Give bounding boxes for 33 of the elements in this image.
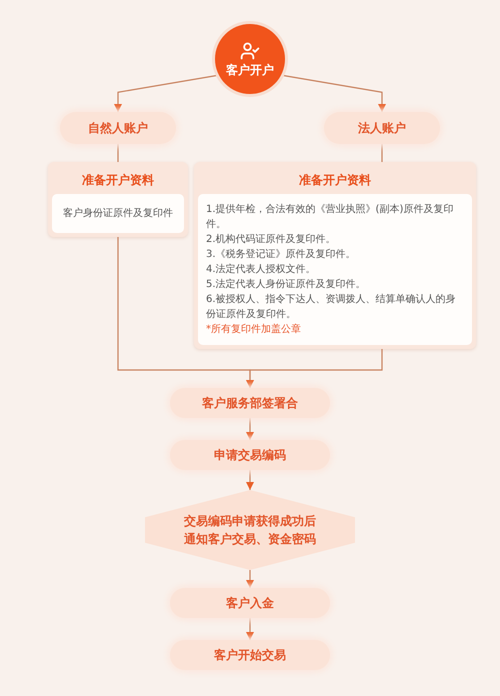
step-pill [60, 112, 176, 144]
flow-arrow [246, 618, 254, 640]
body-text: 客户身份证原件及复印件 [63, 206, 173, 221]
step-pill [324, 112, 440, 144]
list-item: 4.法定代表人授权文件。 [206, 262, 316, 277]
flow-arrow [246, 418, 254, 440]
flow-arrow [246, 570, 254, 588]
connector-line [117, 144, 119, 162]
step-label: 交易编码申请获得成功后通知客户交易、资金密码 [183, 513, 317, 548]
start-label: 客户开户 [226, 62, 274, 78]
list-item: 2.机构代码证原件及复印件。 [206, 232, 336, 247]
list-item: 3.《税务登记证》原件及复印件。 [206, 248, 356, 262]
flow-arrow [246, 349, 383, 388]
step-pill [170, 440, 330, 470]
card-heading: 准备开户资料 [298, 172, 372, 189]
list-item: 5.法定代表人身份证原件及复印件。 [206, 278, 366, 292]
step-label: 自然人账户 [88, 120, 148, 136]
step-label: 客户开始交易 [214, 648, 286, 662]
info-card [48, 162, 188, 237]
step-pill [170, 640, 330, 670]
step-pill [170, 388, 330, 418]
connector-line [381, 144, 383, 162]
info-card [194, 162, 476, 349]
note-text: *所有复印件加盖公章 [206, 322, 301, 337]
step-label: 法人账户 [358, 120, 406, 136]
list-item: 1.提供年检，合法有效的《营业执照》(副本)原件及复印件。 [206, 202, 454, 232]
step-label: 客户入金 [226, 596, 274, 610]
step-pill [170, 588, 330, 618]
flow-arrow [246, 470, 254, 490]
step-label: 客户服务部签署合 [202, 396, 298, 410]
list-item: 6.被授权人、指令下达人、资调拨人、结算单确认人的身份证原件及复印件。 [206, 292, 457, 322]
card-heading: 准备开户资料 [81, 172, 155, 189]
step-label: 申请交易编码 [214, 448, 286, 462]
